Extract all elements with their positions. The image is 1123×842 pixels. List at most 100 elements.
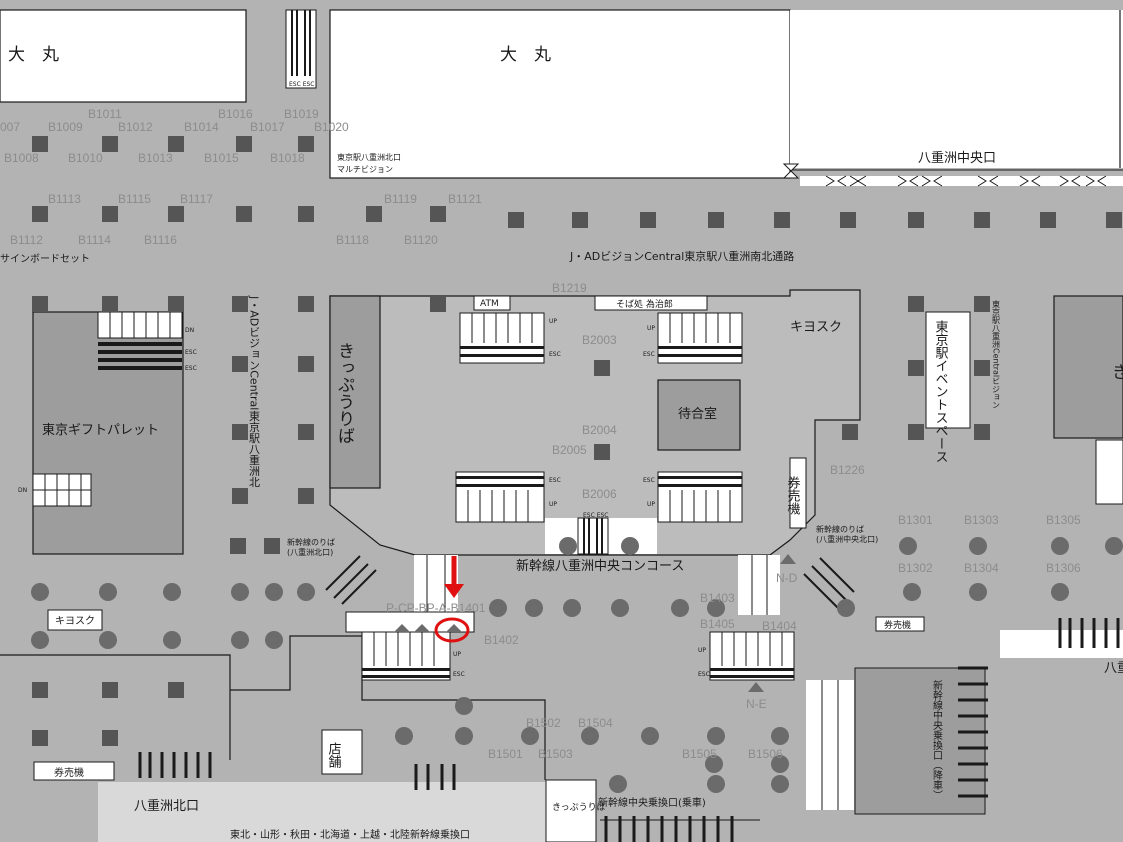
- square-pillar: [236, 136, 252, 152]
- code-b1118: B1118: [336, 233, 369, 247]
- code-b1113: B1113: [48, 192, 81, 206]
- gift-palette-stairs: DN: [18, 473, 92, 507]
- round-column: [525, 599, 543, 617]
- kiosk-left-box: [47, 609, 103, 631]
- square-pillar: [102, 682, 118, 698]
- code-b1402: B1402: [484, 633, 519, 647]
- square-pillar: [842, 424, 858, 440]
- jad-vision-south-north-label: J・ADビジョンCentral東京駅八重洲南北通路: [569, 249, 794, 263]
- daimaru-left-area: [0, 9, 247, 103]
- square-pillar: [298, 296, 314, 312]
- code-b1502: B1502: [526, 716, 561, 730]
- transfer-gate-central-board-gates: [600, 816, 760, 842]
- round-column: [163, 631, 181, 649]
- round-column: [297, 583, 315, 601]
- pillars: [31, 136, 1123, 793]
- square-pillar: [908, 360, 924, 376]
- ticket-machine-right-label: 券売機: [884, 619, 911, 631]
- ticket-machine-left: [33, 761, 115, 781]
- round-column: [521, 727, 539, 745]
- shinkansen-platform-central-line2: (八重洲中央北口): [816, 534, 878, 544]
- escalator-top: ESC ESC: [285, 9, 317, 89]
- round-column: [31, 583, 49, 601]
- round-column: [705, 755, 723, 773]
- square-pillar: [32, 296, 48, 312]
- soba-box: [594, 295, 708, 311]
- round-column: [489, 599, 507, 617]
- round-column: [231, 631, 249, 649]
- round-column: [99, 583, 117, 601]
- code-b1505: B1505: [682, 747, 717, 761]
- square-pillar: [430, 296, 446, 312]
- jad-vision-right-vertical-label: 東京駅八重洲Centralビジョン: [992, 299, 1001, 409]
- square-pillar: [572, 212, 588, 228]
- diagonal-stairs-left: [325, 555, 377, 605]
- shinkansen-platform-central-line1: 新幹線のりば: [816, 524, 864, 534]
- code-b1019: B1019: [284, 107, 319, 121]
- code-b1020: B1020: [314, 120, 349, 134]
- round-column: [1051, 583, 1069, 601]
- esc-label: ESC: [643, 477, 655, 484]
- square-pillar: [908, 296, 924, 312]
- ticket-machine-vertical-label: 券売機: [785, 475, 801, 515]
- code-b1404: B1404: [762, 619, 797, 633]
- round-column: [671, 599, 689, 617]
- square-pillar: [508, 212, 524, 228]
- right-building-label: き: [1112, 363, 1123, 383]
- square-pillar: [594, 360, 610, 376]
- code-b1219: B1219: [552, 281, 587, 295]
- code-b1112: B1112: [10, 233, 43, 247]
- yaesu-north-gates: [138, 752, 456, 790]
- red-circle-icon: [434, 617, 470, 643]
- kiosk-right-label: キヨスク: [790, 320, 842, 335]
- right-edge-gates: [1000, 618, 1123, 658]
- transfer-gate-central-alight-gates: [958, 666, 988, 798]
- atm-box: [473, 295, 511, 311]
- square-pillar: [102, 206, 118, 222]
- round-column: [771, 727, 789, 745]
- shinkansen-concourse-label: 新幹線八重洲中央コンコース: [516, 558, 684, 574]
- square-pillar: [840, 212, 856, 228]
- code-b1010: B1010: [68, 151, 103, 165]
- square-pillar: [640, 212, 656, 228]
- round-column: [837, 599, 855, 617]
- code-b1301: B1301: [898, 513, 933, 527]
- lower-left-wall: [0, 654, 231, 760]
- round-column: [455, 697, 473, 715]
- kippu-small-label: きっぷうりば: [552, 802, 606, 813]
- code-b1306: B1306: [1046, 561, 1081, 575]
- gift-palette-escalator: DN ESC ESC: [97, 311, 197, 372]
- square-pillar: [974, 424, 990, 440]
- round-column: [771, 755, 789, 773]
- round-column: [31, 631, 49, 649]
- square-pillar: [974, 212, 990, 228]
- right-building: [1053, 295, 1123, 439]
- yaesu-central-exit-label: 八重洲中央口: [918, 150, 996, 166]
- esc-label: ESC: [453, 671, 465, 678]
- code-b1504: B1504: [578, 716, 613, 730]
- kiosk-left-label: キヨスク: [55, 615, 95, 627]
- square-pillar: [232, 488, 248, 504]
- code-b1304: B1304: [964, 561, 999, 575]
- code-b1016: B1016: [218, 107, 253, 121]
- square-pillar: [774, 212, 790, 228]
- round-column: [621, 537, 639, 555]
- kippu-uriba-label: きっぷうりば: [334, 342, 355, 444]
- square-pillar: [908, 424, 924, 440]
- up-label: UP: [647, 501, 655, 508]
- esc-label: ESC: [185, 349, 197, 356]
- diagonal-stairs-right: [803, 557, 855, 609]
- code-b1305: B1305: [1046, 513, 1081, 527]
- square-pillar: [298, 206, 314, 222]
- square-pillar: [168, 136, 184, 152]
- esc-label: ESC: [643, 351, 655, 358]
- code-b1506: B1506: [748, 747, 783, 761]
- dn-label: DN: [185, 327, 194, 334]
- up-label: UP: [549, 318, 557, 325]
- square-pillar: [1040, 212, 1056, 228]
- square-pillar: [32, 206, 48, 222]
- shinkansen-platform-north-line2: (八重洲北口): [287, 547, 333, 557]
- square-pillar: [430, 206, 446, 222]
- square-pillar: [168, 682, 184, 698]
- code-b1116: B1116: [144, 233, 177, 247]
